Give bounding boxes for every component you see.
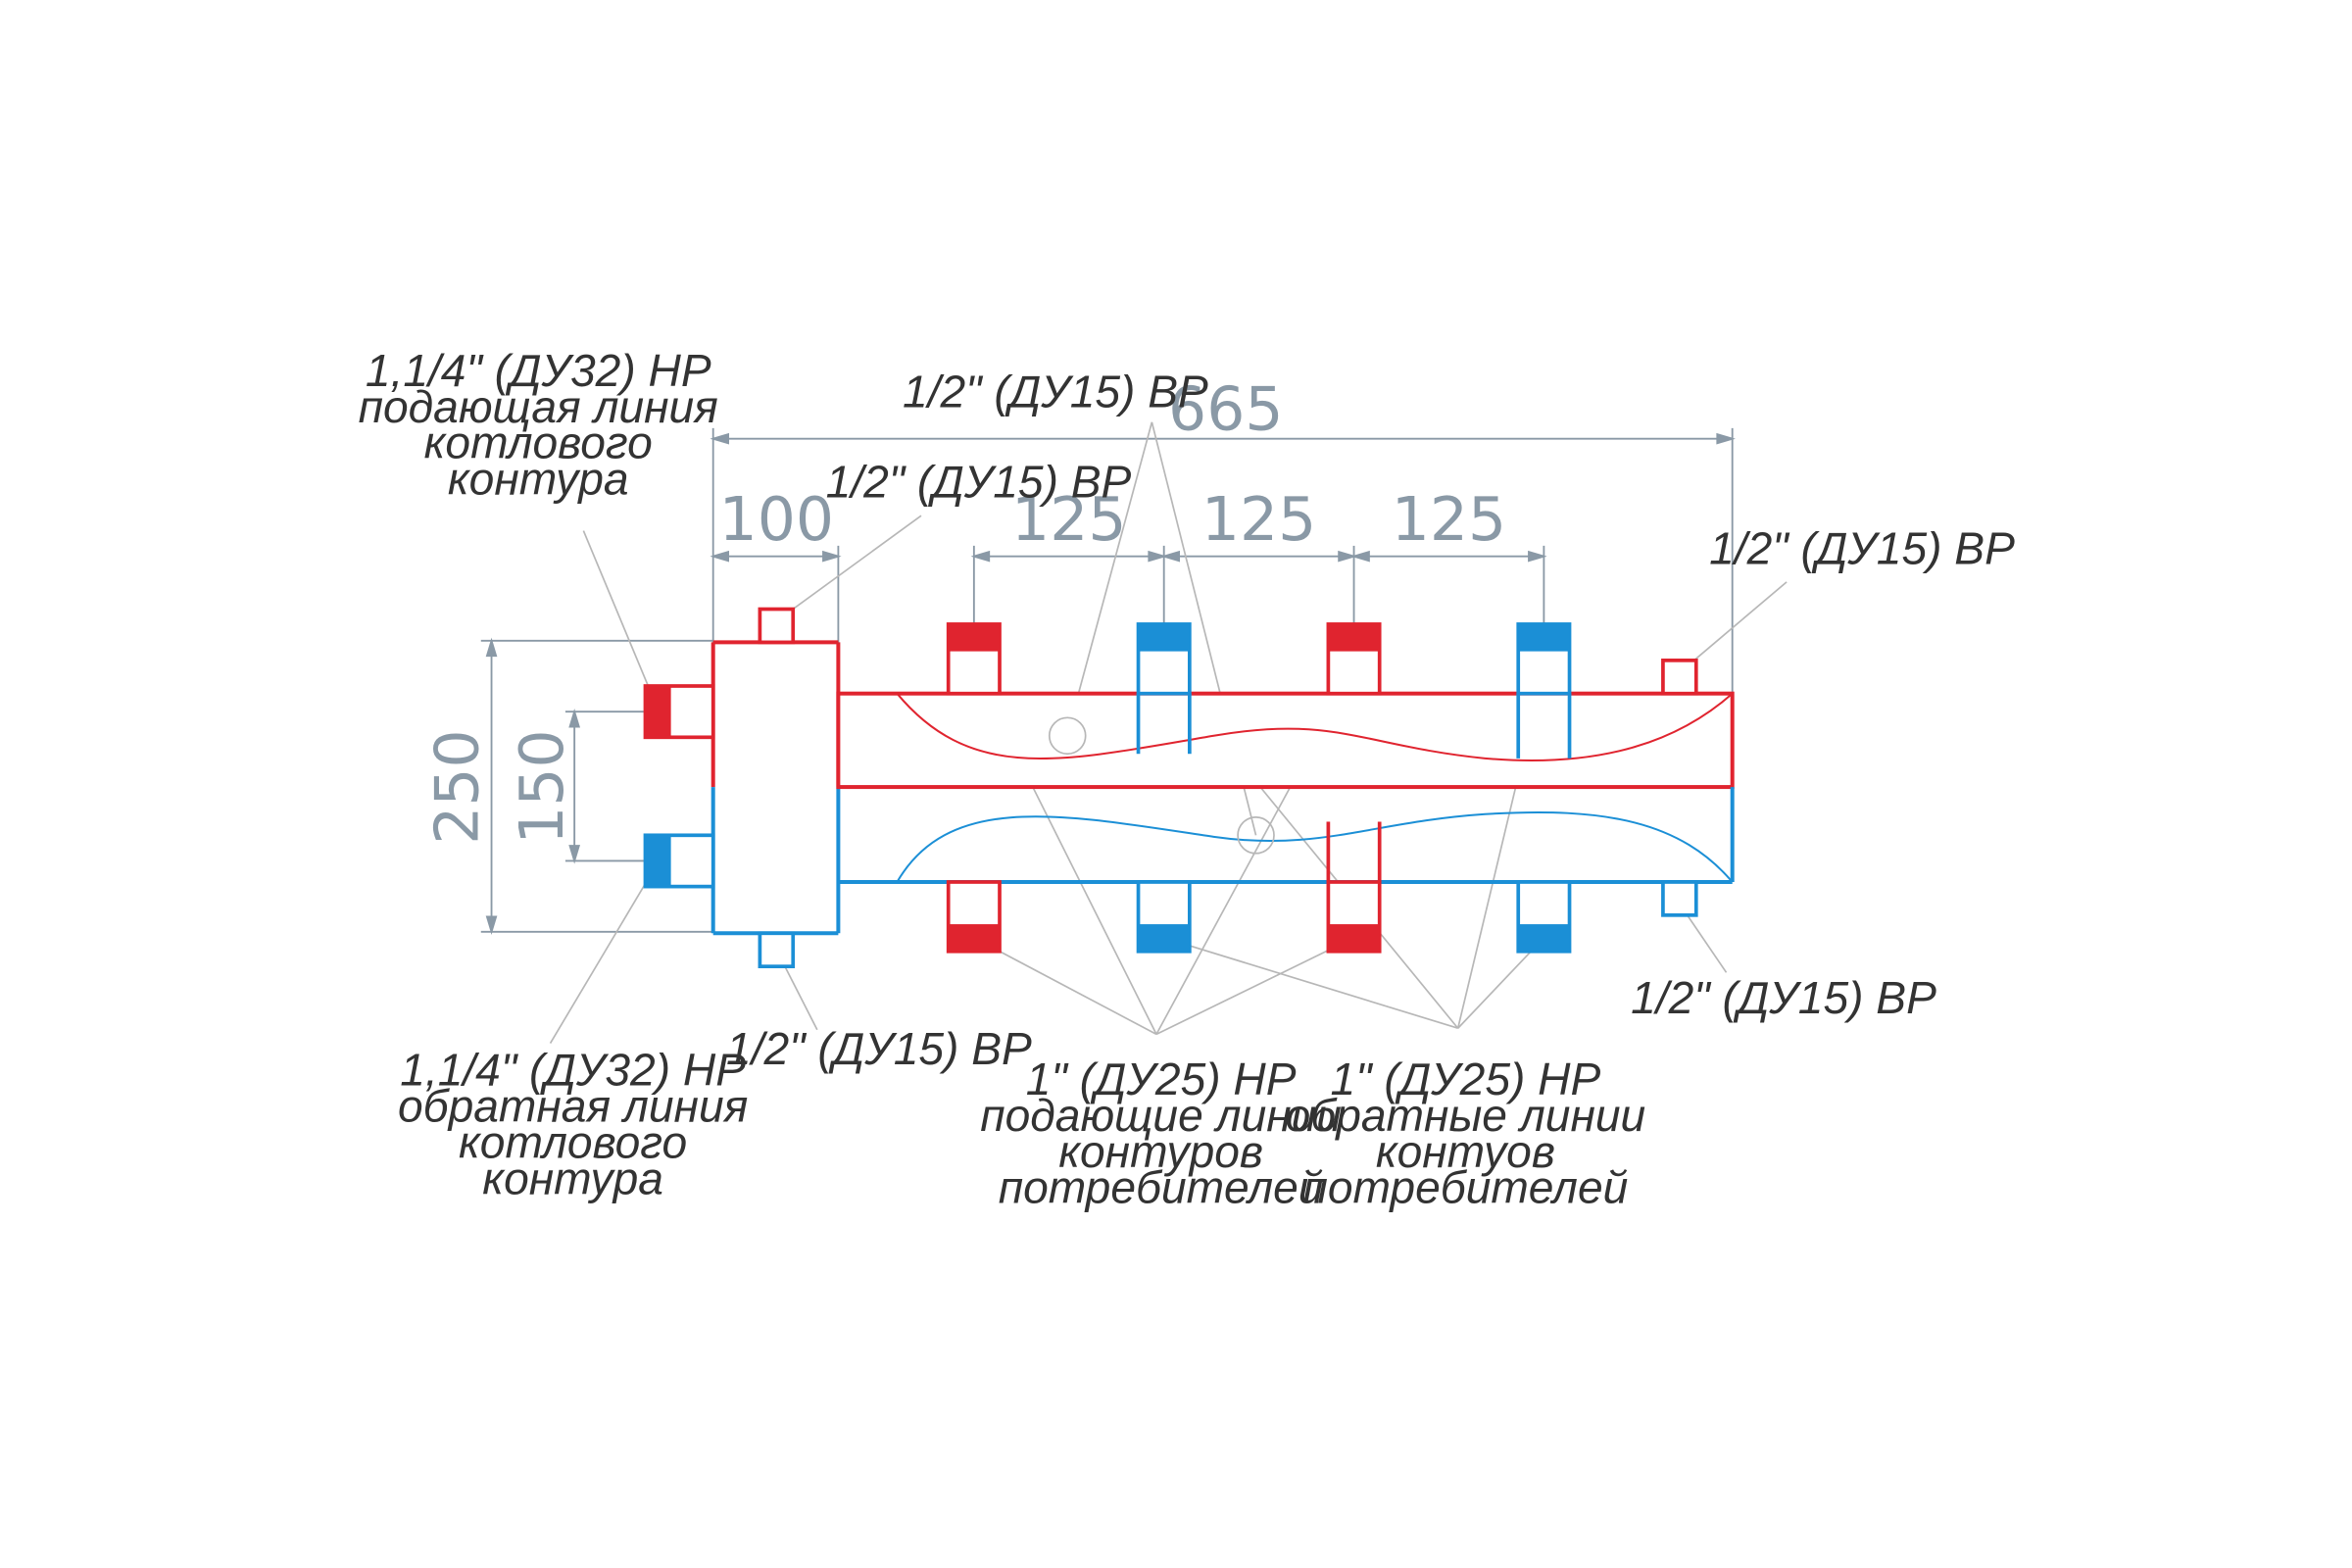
callout-line: 1/2" (ДУ15) ВР (1631, 972, 1936, 1023)
return-manifold (838, 787, 1735, 884)
separator-top-port (758, 607, 796, 645)
callout-line: котлового (459, 1117, 687, 1168)
callout-line: контура (482, 1152, 663, 1203)
callout-consumer-return: 1" (ДУ25) НР обратные линии контуов потр… (1286, 1054, 1646, 1213)
callout-separator-top-port: 1/2" (ДУ15) ВР (826, 457, 1132, 508)
callout-line: контура (448, 454, 629, 505)
right-bottom-port (1661, 880, 1698, 917)
dim-pitch-3: 125 (1392, 484, 1506, 555)
callout-right-top-port: 1/2" (ДУ15) ВР (1709, 522, 2015, 573)
dim-inlet-spacing: 150 (507, 729, 577, 844)
consumer-branch-3 (1326, 622, 1382, 954)
callout-line: 1/2" (ДУ15) ВР (1709, 522, 2015, 573)
return-sensor-circle (1237, 816, 1275, 855)
callout-line: 1/2" (ДУ15) ВР (903, 366, 1208, 416)
separator-bottom-port (758, 931, 796, 968)
boiler-supply-inlet (643, 684, 715, 740)
callout-line: 1/2" (ДУ15) ВР (726, 1023, 1032, 1074)
dim-pitch-1: 125 (1011, 484, 1126, 555)
callout-line: потребителей (999, 1162, 1324, 1213)
supply-manifold (836, 691, 1735, 790)
consumer-branch-4 (1516, 622, 1572, 954)
dimension-lines (480, 427, 1736, 935)
callout-top-center-port: 1/2" (ДУ15) ВР (903, 366, 1208, 416)
callout-boiler-return: 1,1/4" (ДУ32) НР обратная линия котловог… (398, 1045, 748, 1204)
callout-line: котлового (424, 417, 653, 468)
callout-line: 1" (ДУ25) НР (1330, 1054, 1600, 1104)
callout-line: обратная линия (398, 1081, 748, 1132)
callout-line: 1/2" (ДУ15) ВР (826, 457, 1132, 508)
callout-line: подающие линии (980, 1090, 1342, 1141)
callout-separator-bottom-port: 1/2" (ДУ15) ВР (726, 1023, 1032, 1074)
dim-separator-width: 100 (719, 484, 834, 555)
boiler-return-inlet (643, 833, 715, 889)
callout-line: 1" (ДУ25) НР (1026, 1054, 1297, 1104)
hydraulic-separator (710, 640, 841, 936)
consumer-branch-1 (946, 622, 1002, 954)
callout-boiler-supply: 1,1/4" (ДУ32) НР подающая линия котловог… (359, 345, 718, 505)
supply-sensor-circle (1048, 716, 1087, 756)
right-top-port (1661, 659, 1698, 696)
callout-right-bottom-port: 1/2" (ДУ15) ВР (1631, 972, 1936, 1023)
callout-line: потребителей (1302, 1162, 1628, 1213)
dim-pitch-2: 125 (1201, 484, 1316, 555)
callout-consumer-supply: 1" (ДУ25) НР подающие линии контуров пот… (980, 1054, 1342, 1213)
callout-line: подающая линия (359, 381, 718, 432)
consumer-branch-2 (1136, 622, 1192, 954)
callout-line: обратные линии (1286, 1090, 1646, 1141)
callout-line: контуров (1058, 1126, 1263, 1177)
callout-line: контуов (1376, 1126, 1555, 1177)
dim-height: 250 (422, 729, 493, 844)
callout-line: 1,1/4" (ДУ32) НР (400, 1045, 746, 1096)
callout-line: 1,1/4" (ДУ32) НР (366, 345, 711, 396)
dim-overall-length: 665 (1168, 373, 1283, 444)
